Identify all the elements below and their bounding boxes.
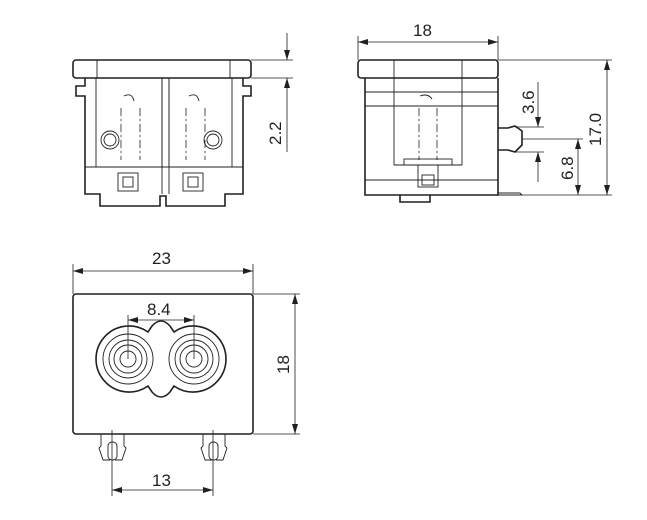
terminal-screw-left: [100, 130, 120, 150]
dim-pin-height: 6.8: [558, 156, 577, 180]
dim-total-height: 17.0: [586, 113, 605, 146]
terminal-screw-right: [203, 130, 223, 150]
figure-8-socket: [95, 320, 227, 398]
side-view: 18 17.0 3.6 6.8: [357, 21, 612, 203]
front-view: 2.2: [72, 33, 293, 207]
pin-left: [98, 434, 127, 461]
dim-top-height: 18: [274, 355, 293, 374]
dim-flange-thickness: 2.2: [266, 121, 285, 145]
dim-top-width: 23: [152, 249, 171, 268]
dim-pin-spacing: 13: [152, 471, 171, 490]
dim-side-width: 18: [413, 21, 432, 40]
top-view: 23 8.4 18 13: [72, 249, 300, 496]
dim-contact-spacing: 8.4: [147, 300, 171, 319]
pin-right: [200, 434, 228, 461]
dim-pin-width: 3.6: [519, 90, 538, 114]
